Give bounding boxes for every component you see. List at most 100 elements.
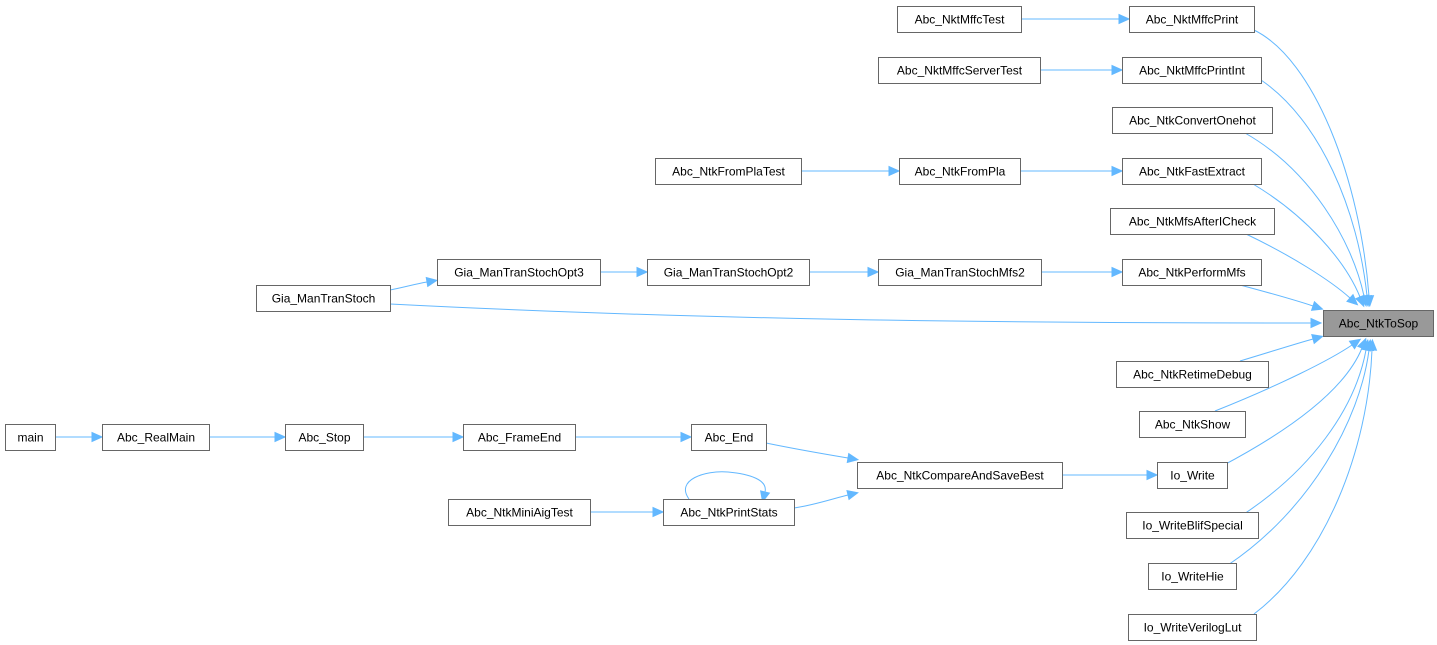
edge-n17-to-root [1221, 337, 1367, 467]
node-abc-nktmffcprintint[interactable]: Abc_NktMffcPrintInt [1122, 57, 1262, 84]
node-label: Abc_NtkPrintStats [680, 506, 777, 520]
edge-n16-to-root [1214, 338, 1362, 412]
node-box [878, 259, 1042, 286]
node-abc-ntkfastextract[interactable]: Abc_NtkFastExtract [1122, 158, 1262, 185]
edge-n24-to-n24 [685, 471, 771, 503]
node-box [1116, 361, 1269, 388]
edge-line [1243, 349, 1367, 515]
edge-arrowhead [1346, 293, 1359, 306]
edge-n1-to-root [1253, 29, 1375, 308]
node-abc-ntkretimedebug[interactable]: Abc_NtkRetimeDebug [1116, 361, 1269, 388]
edge-line [1253, 29, 1370, 297]
node-io-writeblifspecial[interactable]: Io_WriteBlifSpecial [1126, 512, 1259, 539]
node-abc-ntkfromplatest[interactable]: Abc_NtkFromPlaTest [655, 158, 802, 185]
node-abc-realmain[interactable]: Abc_RealMain [102, 424, 210, 451]
edge-arrowhead [888, 165, 901, 177]
node-abc-nktmffcprint[interactable]: Abc_NktMffcPrint [1129, 6, 1255, 33]
node-label: Abc_NtkFromPlaTest [672, 165, 785, 179]
edge-arrowhead [680, 431, 693, 443]
node-label: Abc_NtkCompareAndSaveBest [876, 469, 1044, 483]
edge-n2-to-n1 [1021, 13, 1131, 25]
node-box [899, 158, 1021, 185]
edge-line [1260, 79, 1368, 297]
node-gia-mantranstochopt3[interactable]: Gia_ManTranStochOpt3 [437, 259, 601, 286]
edge-n23-to-n22 [55, 431, 104, 443]
node-io-writehie[interactable]: Io_WriteHie [1148, 563, 1237, 590]
edge-n22-to-n21 [209, 431, 287, 443]
edge-arrowhead [867, 266, 880, 278]
node-label: Abc_NtkRetimeDebug [1133, 368, 1252, 382]
node-box [1122, 158, 1262, 185]
edge-arrowhead [1354, 294, 1365, 308]
edge-arrowhead [1111, 266, 1124, 278]
node-box [1122, 259, 1262, 286]
node-box [256, 285, 391, 312]
node-label: Gia_ManTranStoch [272, 292, 376, 306]
edge-n7-to-n6 [1020, 165, 1124, 177]
edge-arrowhead [846, 452, 860, 464]
node-abc-end[interactable]: Abc_End [691, 424, 767, 451]
edge-line [1214, 344, 1353, 412]
node-label: Abc_End [705, 431, 754, 445]
edge-arrowhead [1310, 300, 1324, 311]
node-io-writeveriloglut[interactable]: Io_WriteVerilogLut [1128, 614, 1257, 641]
edge-n13-to-n12 [600, 266, 649, 278]
node-label: Abc_NktMffcPrint [1146, 13, 1239, 27]
edge-arrowhead [1310, 317, 1323, 329]
edge-arrowhead [1111, 165, 1124, 177]
edge-n11-to-n10 [1041, 266, 1124, 278]
edge-arrowhead [425, 276, 439, 288]
node-abc-ntkprintstats[interactable]: Abc_NtkPrintStats [663, 499, 795, 526]
edge-n10-to-root [1239, 284, 1324, 311]
node-io-write[interactable]: Io_Write [1157, 462, 1228, 489]
node-label: Abc_NtkPerformMfs [1138, 266, 1245, 280]
edge-n18-to-n17 [1062, 469, 1159, 481]
edge-line [1227, 349, 1370, 566]
edge-line [389, 281, 428, 291]
node-abc-ntkshow[interactable]: Abc_NtkShow [1139, 411, 1246, 438]
node-box [102, 424, 210, 451]
node-abc-ntkperformmfs[interactable]: Abc_NtkPerformMfs [1122, 259, 1262, 286]
edge-line [1244, 132, 1365, 297]
edge-arrowhead [1146, 469, 1159, 481]
edge-n4-to-n3 [1040, 64, 1124, 76]
edge-arrowhead [1118, 13, 1131, 25]
node-box [285, 424, 364, 451]
node-box [1157, 462, 1228, 489]
node-abc-nktmffctest[interactable]: Abc_NktMffcTest [897, 6, 1022, 33]
node-box [5, 424, 56, 451]
node-box [437, 259, 601, 286]
node-abc-ntktosop[interactable]: Abc_NtkToSop [1323, 310, 1434, 337]
node-label: Abc_FrameEnd [478, 431, 561, 445]
edge-n28-to-root [1253, 338, 1378, 615]
node-label: Gia_ManTranStochOpt3 [454, 266, 584, 280]
node-main[interactable]: main [5, 424, 56, 451]
node-gia-mantranstoch[interactable]: Gia_ManTranStoch [256, 285, 391, 312]
edge-line [1239, 284, 1314, 307]
edge-n24-to-n18 [793, 489, 859, 509]
edge-n9-to-root [1245, 233, 1359, 306]
node-abc-ntkmfsaftericheck[interactable]: Abc_NtkMfsAfterICheck [1110, 208, 1275, 235]
node-gia-mantranstochopt2[interactable]: Gia_ManTranStochOpt2 [647, 259, 810, 286]
node-box [663, 499, 795, 526]
edge-line [685, 471, 766, 500]
node-label: Io_WriteVerilogLut [1144, 621, 1243, 635]
node-abc-frameend[interactable]: Abc_FrameEnd [463, 424, 576, 451]
node-abc-ntkconvertonehot[interactable]: Abc_NtkConvertOnehot [1112, 107, 1273, 134]
edge-line [1245, 233, 1351, 299]
node-label: Gia_ManTranStochMfs2 [895, 266, 1025, 280]
edge-line [765, 442, 849, 459]
node-gia-mantranstochmfs2[interactable]: Gia_ManTranStochMfs2 [878, 259, 1042, 286]
node-abc-stop[interactable]: Abc_Stop [285, 424, 364, 451]
node-label: Abc_NtkToSop [1339, 317, 1419, 331]
node-box [647, 259, 810, 286]
node-box [463, 424, 576, 451]
node-label: Abc_NtkFastExtract [1139, 165, 1246, 179]
node-abc-nktmffcservertest[interactable]: Abc_NktMffcServerTest [878, 57, 1041, 84]
node-abc-ntkminiaigtest[interactable]: Abc_NtkMiniAigTest [448, 499, 591, 526]
node-abc-ntkfrompla[interactable]: Abc_NtkFromPla [899, 158, 1021, 185]
node-abc-ntkcompareandsavebest[interactable]: Abc_NtkCompareAndSaveBest [857, 462, 1063, 489]
edge-n14-to-root [389, 303, 1323, 329]
edge-n14-to-n13 [389, 276, 439, 291]
